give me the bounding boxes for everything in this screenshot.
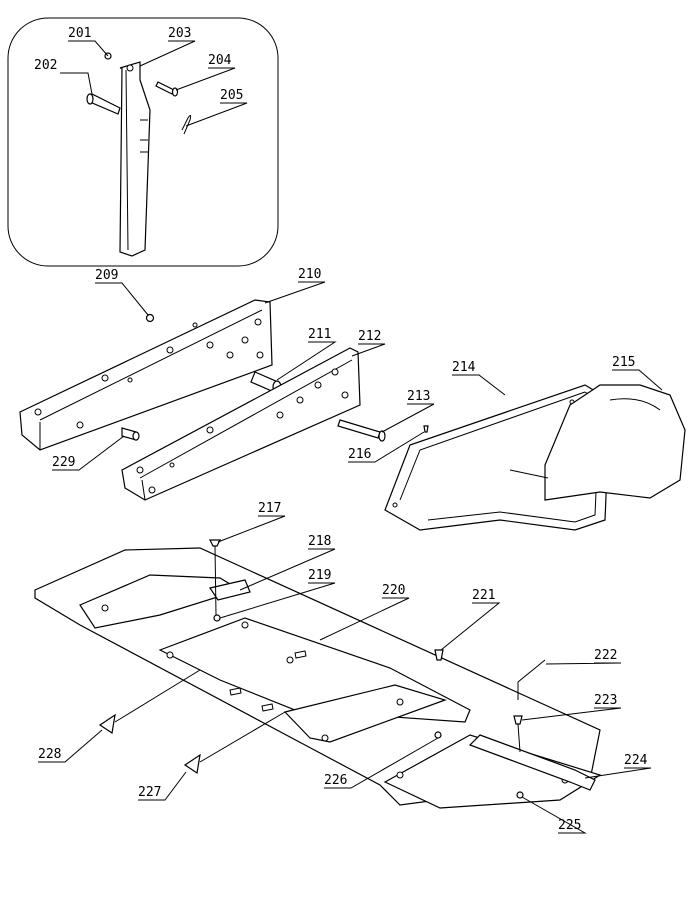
- callout-224: 224: [624, 753, 648, 768]
- callout-220: 220: [382, 583, 405, 598]
- part-nut-225: [516, 791, 524, 799]
- callout-222: 222: [594, 648, 617, 663]
- part-long-bolt: [337, 419, 386, 442]
- part-rail-nut: [145, 313, 155, 323]
- callout-214: 214: [452, 360, 476, 375]
- callout-225: 225: [558, 818, 581, 833]
- arrow-marker-227: [183, 753, 201, 775]
- part-nut-219: [213, 614, 221, 622]
- part-screw-221: [434, 649, 444, 661]
- arrow-marker-228: [98, 713, 116, 735]
- inset-detail-frame: [7, 17, 279, 267]
- part-flat-head-screw-217: [209, 539, 221, 547]
- part-end-bracket: [468, 734, 596, 791]
- callout-215: 215: [612, 355, 635, 370]
- callout-223: 223: [594, 693, 617, 708]
- callout-221: 221: [472, 588, 495, 603]
- callout-203: 203: [168, 26, 191, 41]
- callout-219: 219: [308, 568, 331, 583]
- callout-205: 205: [220, 88, 243, 103]
- part-small-screw: [423, 425, 429, 433]
- callout-229: 229: [52, 455, 75, 470]
- callout-228: 228: [38, 747, 61, 762]
- callout-213: 213: [407, 389, 430, 404]
- callout-202: 202: [34, 58, 57, 73]
- callout-227: 227: [138, 785, 161, 800]
- callout-218: 218: [308, 534, 331, 549]
- part-long-rail: [19, 299, 273, 451]
- callout-217: 217: [258, 501, 281, 516]
- callout-212: 212: [358, 329, 381, 344]
- part-inset-screw: [155, 81, 179, 97]
- callout-211: 211: [308, 327, 331, 342]
- leader-lines: [38, 40, 663, 834]
- part-clevis-pin: [86, 93, 121, 115]
- part-screw-223: [513, 715, 523, 725]
- callout-216: 216: [348, 447, 371, 462]
- part-vertical-bracket: [119, 61, 151, 257]
- part-guard-cover: [509, 384, 686, 501]
- callout-226: 226: [324, 773, 347, 788]
- callout-209: 209: [95, 268, 118, 283]
- part-small-spacer: [121, 427, 140, 441]
- callout-labels: 201 202 203 204 205 209 210 211 212 213 …: [34, 26, 648, 833]
- part-hair-pin: [181, 114, 192, 135]
- part-bed-plate: [34, 547, 602, 809]
- part-nut-226: [434, 731, 442, 739]
- callout-201: 201: [68, 26, 91, 41]
- callout-210: 210: [298, 267, 321, 282]
- part-hex-key: [517, 659, 546, 700]
- callout-204: 204: [208, 53, 232, 68]
- part-second-rail: [121, 347, 361, 501]
